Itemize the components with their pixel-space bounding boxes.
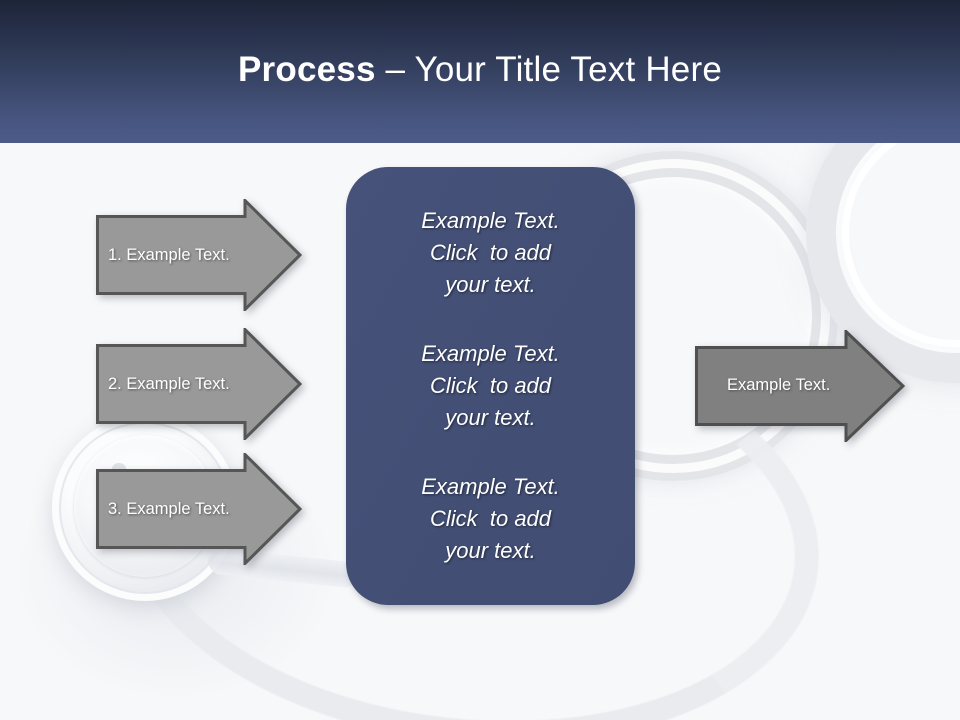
- center-box-p2-line1: Example Text.: [421, 341, 560, 366]
- center-box-p1-line2: Click to add: [429, 240, 552, 265]
- center-box-paragraph-3: Example Text. Click to add your text.: [364, 471, 617, 567]
- page-title: Process – Your Title Text Here: [0, 48, 960, 92]
- input-arrow-1[interactable]: [96, 199, 302, 311]
- center-box-p3-line2: Click to add: [429, 506, 552, 531]
- input-arrow-3[interactable]: [96, 453, 302, 565]
- page-title-bold: Process: [238, 50, 376, 89]
- center-box-p2-line3: your text.: [445, 405, 536, 430]
- center-box-p1-line1: Example Text.: [421, 208, 560, 233]
- center-box-p3-line3: your text.: [445, 538, 536, 563]
- page-title-rest: – Your Title Text Here: [375, 50, 722, 89]
- center-box-paragraph-1: Example Text. Click to add your text.: [364, 205, 617, 301]
- center-box-p3-line1: Example Text.: [421, 474, 560, 499]
- process-center-box[interactable]: Example Text. Click to add your text. Ex…: [346, 167, 635, 605]
- input-arrow-2[interactable]: [96, 328, 302, 440]
- center-box-paragraph-2: Example Text. Click to add your text.: [364, 338, 617, 434]
- center-box-p1-line3: your text.: [445, 272, 536, 297]
- title-bar: Process – Your Title Text Here: [0, 0, 960, 143]
- output-arrow[interactable]: [695, 330, 905, 442]
- center-box-p2-line2: Click to add: [429, 373, 552, 398]
